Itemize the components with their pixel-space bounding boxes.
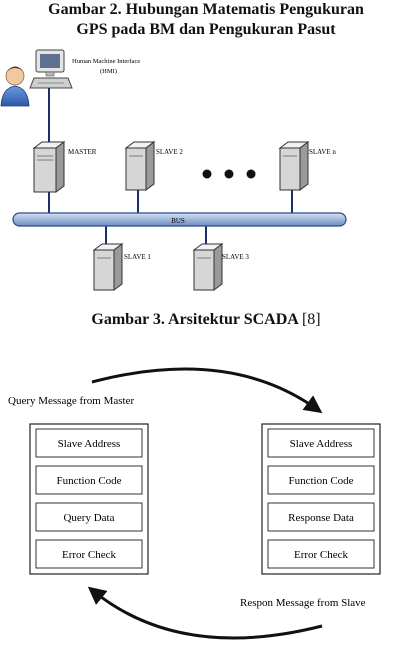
slave-2-server-icon [124, 141, 156, 191]
response-message-label: Respon Message from Slave [240, 597, 366, 609]
figure-3-citation: [8] [301, 311, 321, 328]
response-arrow [87, 586, 323, 640]
slave-2-label: SLAVE 2 [156, 148, 183, 156]
slave-1-server-icon [92, 243, 124, 291]
response-field-error-check: Error Check [294, 549, 349, 561]
modbus-message-diagram: Query Message from Master Slave Address … [8, 367, 381, 640]
figure-2-caption-line1: Gambar 2. Hubungan Matematis Pengukuran [48, 1, 364, 18]
user-icon [0, 66, 30, 107]
query-field-slave-address: Slave Address [58, 438, 121, 450]
figure-2-caption: Gambar 2. Hubungan Matematis Pengukuran … [0, 0, 412, 40]
query-message-label: Query Message from Master [8, 395, 134, 407]
query-field-error-check: Error Check [62, 549, 117, 561]
query-field-box [35, 465, 143, 495]
bus-label: BUS [171, 217, 185, 225]
bus-bar [12, 212, 347, 227]
response-field-function-code: Function Code [288, 475, 353, 487]
response-frame: Slave Address Function Code Response Dat… [261, 423, 381, 575]
response-field-box [267, 502, 375, 532]
master-server-icon [32, 141, 66, 193]
query-field-box [35, 539, 143, 569]
figure-3-caption: Gambar 3. Arsitektur SCADA [8] [0, 310, 412, 330]
hmi-label-line1: Human Machine Interface [72, 58, 140, 65]
query-arrow [91, 367, 323, 414]
slave-n-label: SLAVE n [309, 148, 336, 156]
slave-3-label: SLAVE 3 [222, 253, 249, 261]
query-field-query-data: Query Data [63, 512, 114, 524]
slave-3-server-icon [192, 243, 224, 291]
query-field-function-code: Function Code [56, 475, 121, 487]
query-frame: Slave Address Function Code Query Data E… [29, 423, 149, 575]
response-field-slave-address: Slave Address [290, 438, 353, 450]
query-field-box [35, 502, 143, 532]
response-field-response-data: Response Data [288, 512, 354, 524]
query-field-box [35, 428, 143, 458]
hmi-workstation-icon [0, 49, 73, 107]
figure-2-caption-line2: GPS pada BM dan Pengukuran Pasut [76, 21, 336, 38]
hmi-label-line2: (HMI) [100, 68, 117, 75]
computer-icon [29, 49, 73, 89]
response-field-box [267, 465, 375, 495]
slave-n-server-icon [278, 141, 310, 191]
response-field-box [267, 428, 375, 458]
slave-1-label: SLAVE 1 [124, 253, 151, 261]
master-label: MASTER [68, 148, 97, 156]
scada-architecture-diagram: Human Machine Interface (HMI) MASTER SLA… [0, 49, 347, 291]
ellipsis-dots [202, 169, 256, 179]
response-field-box [267, 539, 375, 569]
figure-3-caption-text: Gambar 3. Arsitektur SCADA [91, 311, 298, 328]
